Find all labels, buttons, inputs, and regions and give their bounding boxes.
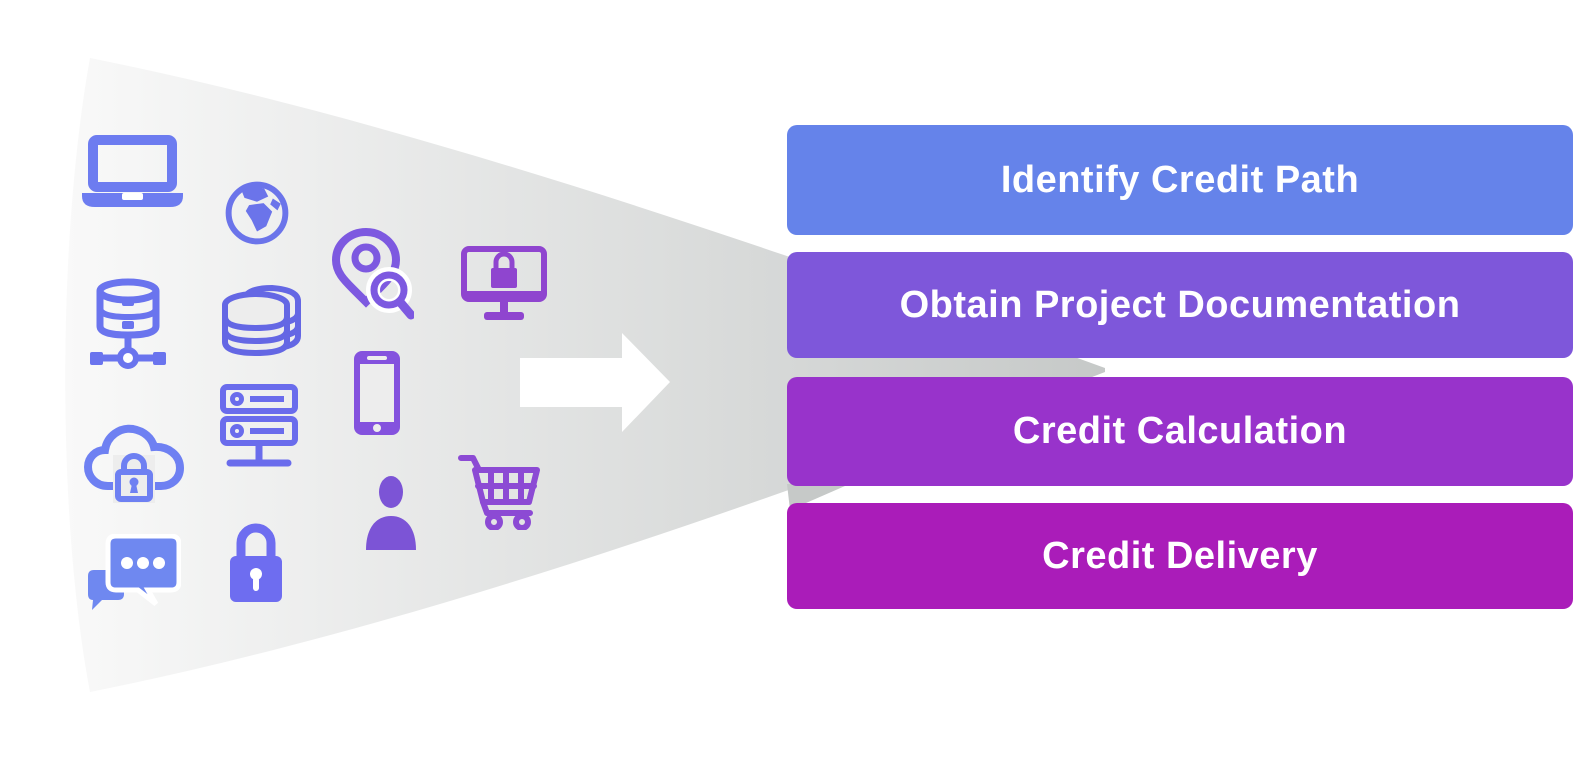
globe-icon	[224, 180, 290, 246]
stage-label: Identify Credit Path	[1000, 158, 1360, 201]
chat-icon	[86, 534, 181, 610]
stage-bar-credit-calculation: Credit Calculation	[787, 377, 1573, 486]
smartphone-icon	[353, 350, 401, 436]
stage-bar-identify-credit-path: Identify Credit Path	[787, 125, 1573, 235]
secure-cloud-icon	[84, 416, 184, 503]
person-icon	[364, 476, 418, 550]
shopping-cart-icon	[458, 450, 540, 530]
database-stack-icon	[218, 280, 304, 366]
stage-label: Credit Delivery	[1042, 534, 1318, 577]
padlock-icon	[228, 512, 284, 604]
laptop-icon	[78, 134, 187, 208]
server-rack-icon	[220, 384, 298, 468]
stage-bar-credit-delivery: Credit Delivery	[787, 503, 1573, 609]
database-server-icon	[90, 278, 166, 373]
location-search-icon	[332, 228, 414, 320]
stage-bar-obtain-project-documentation: Obtain Project Documentation	[787, 252, 1573, 358]
secure-monitor-icon	[460, 246, 548, 322]
stage-label: Credit Calculation	[1012, 410, 1348, 452]
stage-label: Obtain Project Documentation	[899, 283, 1461, 326]
arrow-right-icon	[520, 333, 670, 432]
